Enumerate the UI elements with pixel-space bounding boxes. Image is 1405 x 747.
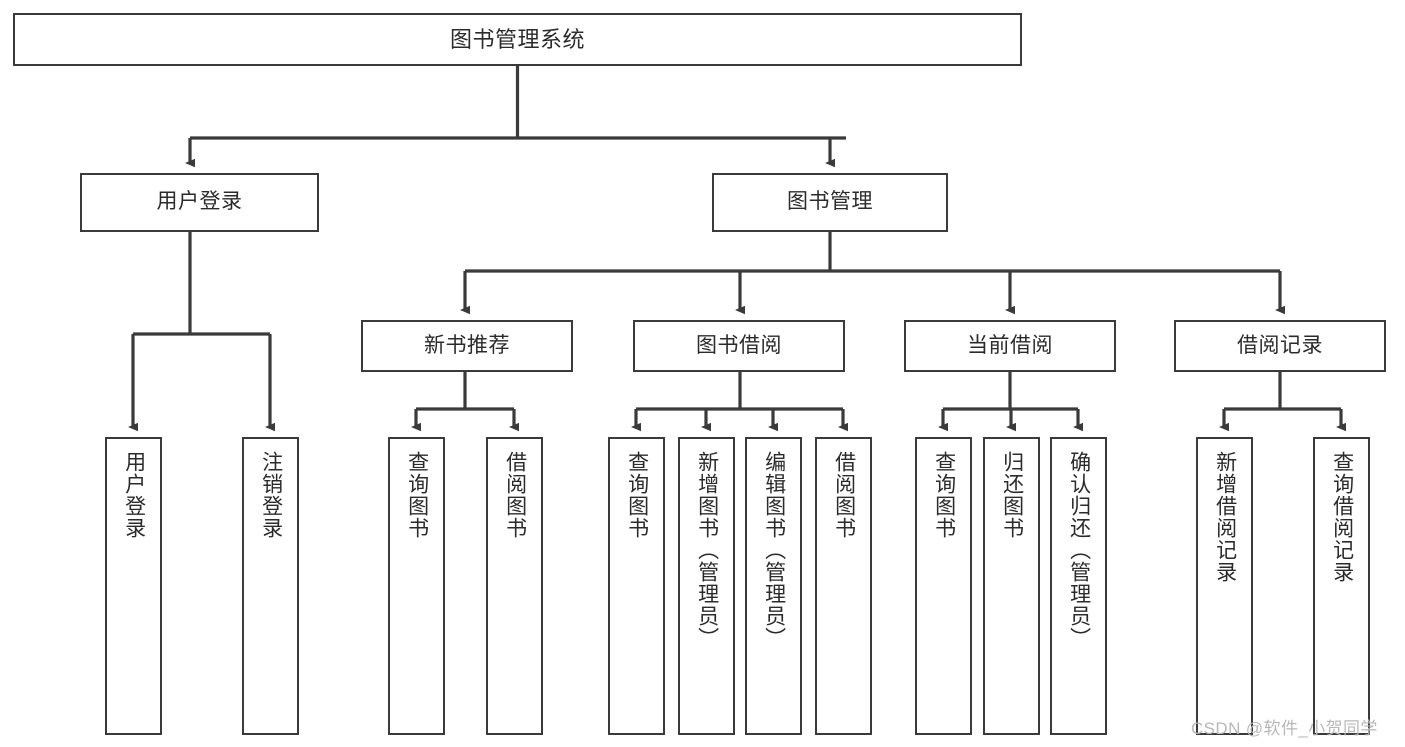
node-leaf-user-login-label: 用户登录 [122,451,146,539]
node-leaf-current-query[interactable]: 查询图书 [915,437,972,735]
node-leaf-newbook-query[interactable]: 查询图书 [388,437,445,735]
node-book-borrow[interactable]: 图书借阅 [633,320,845,372]
node-new-book-recommend[interactable]: 新书推荐 [361,320,573,372]
node-leaf-record-add[interactable]: 新增借阅记录 [1196,437,1253,735]
node-root[interactable]: 图书管理系统 [13,13,1022,66]
node-leaf-logout[interactable]: 注销登录 [242,437,299,735]
node-leaf-current-return-label: 归还图书 [1000,451,1024,539]
node-leaf-record-query-label: 查询借阅记录 [1330,451,1354,583]
node-user-login-label: 用户登录 [156,190,243,214]
node-leaf-borrow-add[interactable]: 新增图书（管理员） [678,437,735,735]
node-current-borrow[interactable]: 当前借阅 [904,320,1116,372]
node-leaf-record-add-label: 新增借阅记录 [1213,451,1237,583]
node-leaf-borrow-edit-label: 编辑图书（管理员） [762,451,786,649]
node-leaf-newbook-borrow[interactable]: 借阅图书 [486,437,543,735]
node-borrow-records[interactable]: 借阅记录 [1174,320,1386,372]
node-book-manage-label: 图书管理 [787,190,873,214]
node-leaf-newbook-query-label: 查询图书 [405,451,429,539]
node-leaf-current-confirm-return[interactable]: 确认归还（管理员） [1050,437,1107,735]
node-leaf-current-query-label: 查询图书 [932,451,956,539]
node-root-label: 图书管理系统 [449,26,585,52]
node-book-manage[interactable]: 图书管理 [712,173,948,232]
node-leaf-borrow-book[interactable]: 借阅图书 [815,437,872,735]
node-leaf-borrow-query-label: 查询图书 [625,451,649,539]
node-user-login[interactable]: 用户登录 [80,173,319,232]
node-leaf-borrow-book-label: 借阅图书 [832,451,856,539]
node-new-book-recommend-label: 新书推荐 [424,333,510,357]
node-current-borrow-label: 当前借阅 [967,333,1053,357]
node-leaf-borrow-edit[interactable]: 编辑图书（管理员） [745,437,802,735]
node-leaf-record-query[interactable]: 查询借阅记录 [1313,437,1370,735]
node-leaf-newbook-borrow-label: 借阅图书 [503,451,527,539]
node-leaf-user-login[interactable]: 用户登录 [105,437,162,735]
node-leaf-current-return[interactable]: 归还图书 [983,437,1040,735]
node-leaf-borrow-query[interactable]: 查询图书 [608,437,665,735]
node-leaf-current-confirm-return-label: 确认归还（管理员） [1067,451,1091,649]
node-book-borrow-label: 图书借阅 [696,333,782,357]
node-borrow-records-label: 借阅记录 [1237,333,1323,357]
node-leaf-borrow-add-label: 新增图书（管理员） [695,451,719,649]
node-leaf-logout-label: 注销登录 [259,451,283,539]
